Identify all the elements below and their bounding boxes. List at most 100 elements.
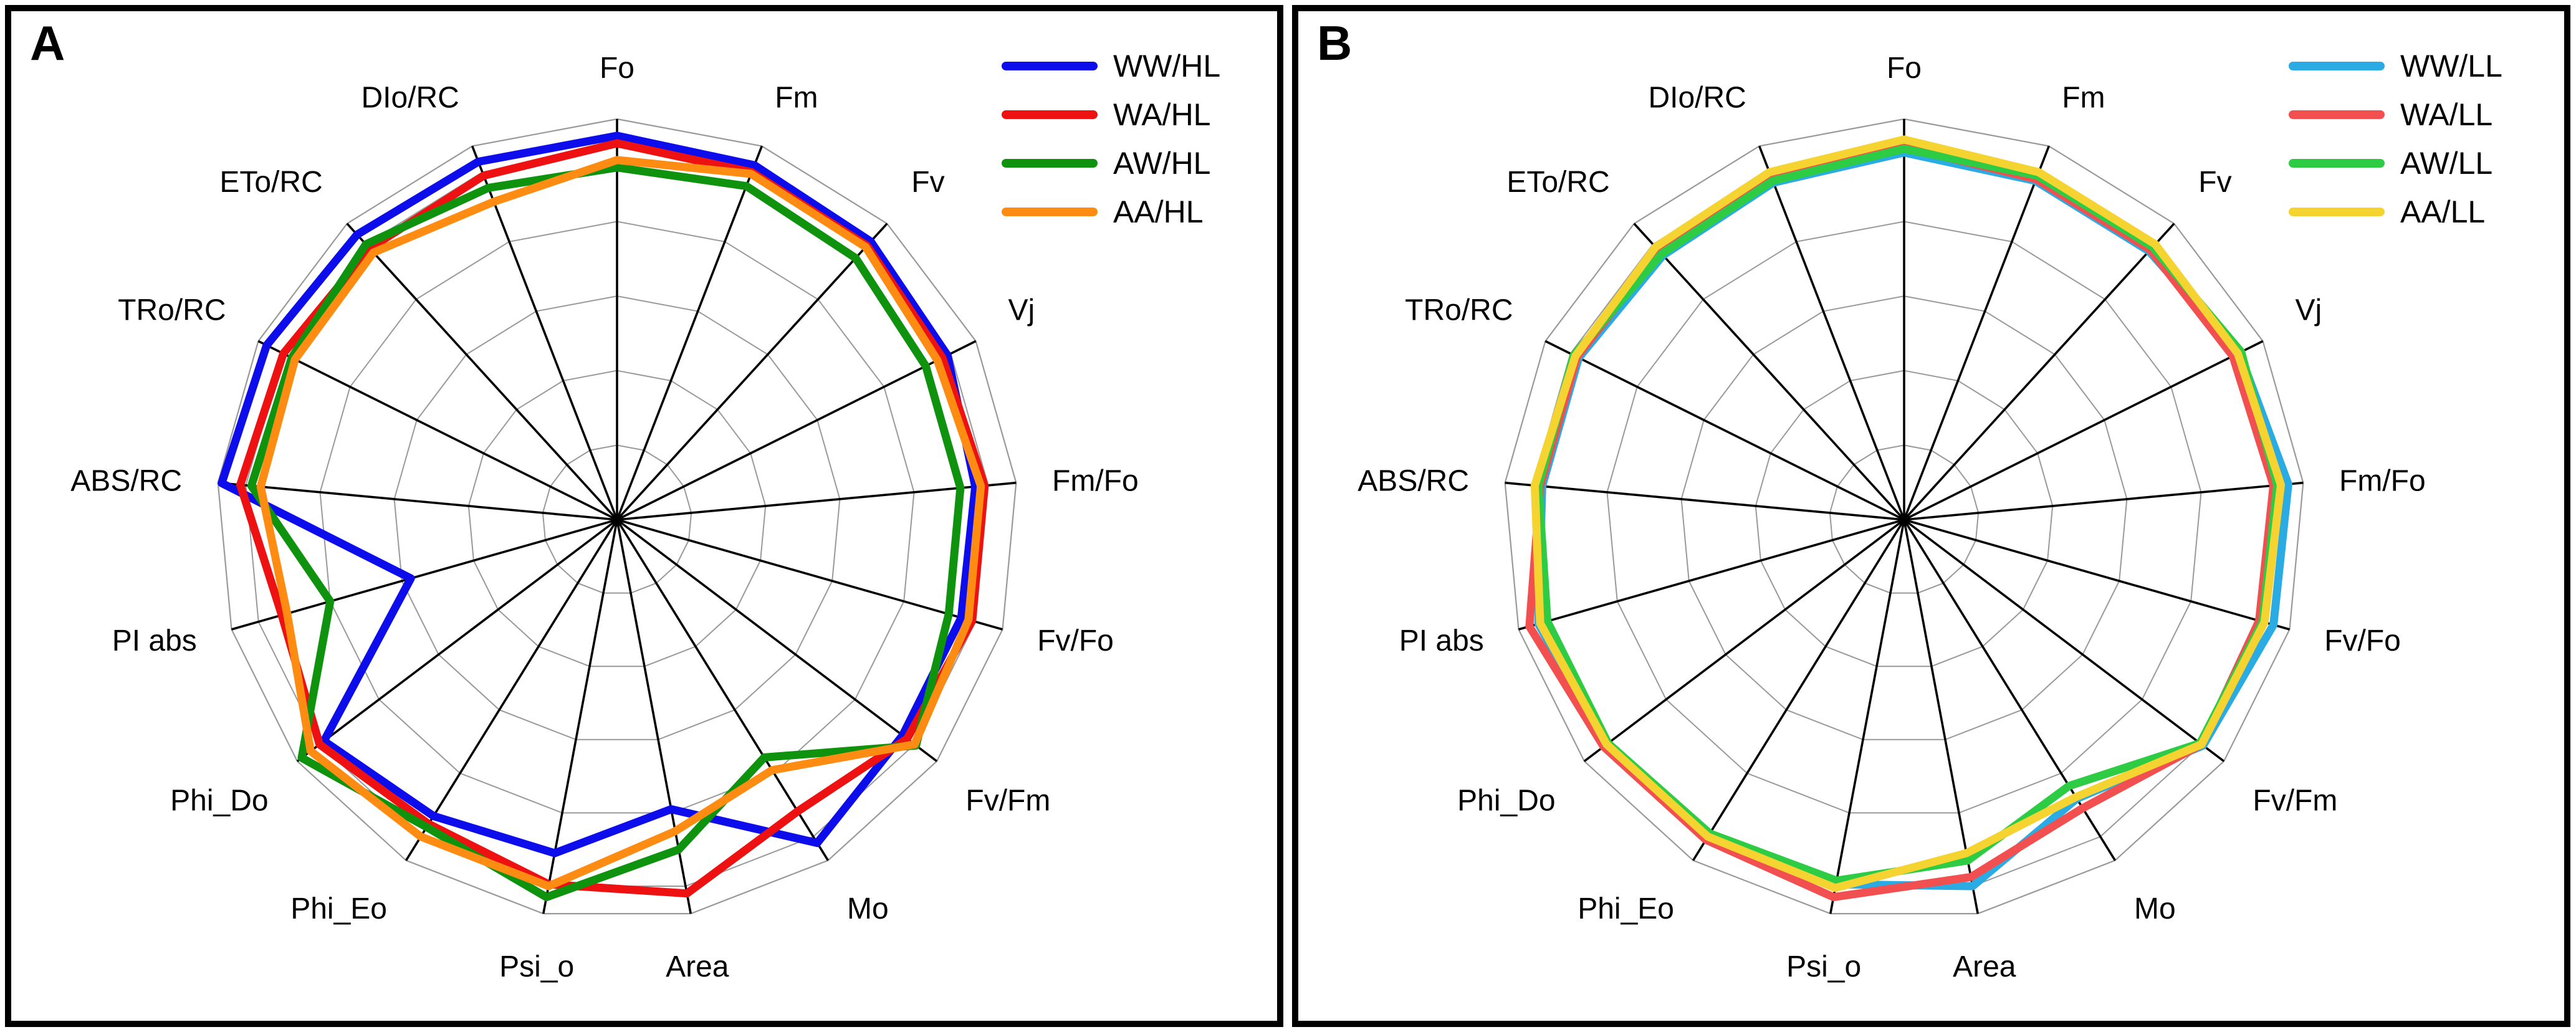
axis-spoke bbox=[296, 518, 618, 762]
axis-spoke bbox=[231, 518, 618, 631]
legend-item: WW/LL bbox=[2289, 49, 2502, 84]
axis-spoke bbox=[257, 340, 618, 521]
axis-spoke bbox=[616, 518, 938, 762]
axis-label: Psi_o bbox=[499, 950, 574, 983]
axis-spoke bbox=[1544, 340, 1905, 521]
axis-label: DIo/RC bbox=[361, 81, 459, 114]
axis-spoke bbox=[1758, 145, 1905, 520]
grid-boundary bbox=[1504, 118, 2304, 915]
axis-label: ETo/RC bbox=[1506, 166, 1609, 199]
axis-label: Fv/Fo bbox=[1037, 624, 1114, 657]
axis-spoke bbox=[1903, 519, 2117, 861]
axis-label: TRo/RC bbox=[118, 294, 226, 327]
panel-letter-b: B bbox=[1317, 16, 1353, 70]
axis-spoke bbox=[616, 518, 1003, 631]
axis-label: Fv/Fm bbox=[965, 784, 1050, 817]
axis-label: Fv/Fm bbox=[2253, 784, 2337, 817]
legend-item: AA/LL bbox=[2289, 194, 2485, 229]
axis-label: PI abs bbox=[112, 624, 197, 657]
grid-ring bbox=[467, 370, 767, 667]
axis-label: Area bbox=[666, 950, 729, 983]
grid-ring bbox=[1680, 295, 2128, 740]
axis-label: Fm/Fo bbox=[1052, 464, 1139, 497]
legend-label: WW/LL bbox=[2400, 49, 2502, 84]
grid-ring bbox=[1606, 221, 2202, 814]
legend-item: AA/HL bbox=[1002, 194, 1204, 229]
axis-spoke bbox=[616, 145, 763, 520]
axis-spoke bbox=[346, 222, 618, 521]
axis-label: ABS/RC bbox=[70, 464, 182, 497]
axis-label: Fv bbox=[2198, 166, 2231, 199]
legend-label: WA/HL bbox=[1113, 97, 1211, 132]
legend-label: WW/HL bbox=[1113, 49, 1220, 84]
axis-label: Area bbox=[1953, 950, 2016, 983]
axis-label: Mo bbox=[2134, 892, 2176, 925]
grid-ring bbox=[542, 444, 692, 594]
legend-item: WW/HL bbox=[1002, 49, 1220, 84]
axis-spoke bbox=[616, 222, 888, 521]
legend-item: WA/HL bbox=[1002, 97, 1211, 132]
axis-spoke bbox=[1518, 518, 1905, 631]
radar-chart-b: FoFmFvVjFm/FoFv/FoFv/FmMoAreaPsi_oPhi_Eo… bbox=[1357, 49, 2502, 983]
legend-item: AW/LL bbox=[2289, 146, 2492, 181]
axis-label: Fo bbox=[600, 52, 634, 85]
axis-label: Mo bbox=[847, 892, 889, 925]
axis-label: Fv/Fo bbox=[2324, 624, 2401, 657]
axis-label: ABS/RC bbox=[1357, 464, 1469, 497]
axis-spoke bbox=[1583, 518, 1905, 762]
grid-ring bbox=[1755, 370, 2054, 667]
axis-label: DIo/RC bbox=[1648, 81, 1746, 114]
axis-label: Phi_Do bbox=[170, 784, 268, 817]
axis-spoke bbox=[616, 340, 977, 521]
panel-letter-a: A bbox=[30, 16, 65, 70]
axis-label: Fm/Fo bbox=[2339, 464, 2426, 497]
series-line bbox=[236, 139, 989, 898]
axis-spoke bbox=[616, 519, 830, 861]
axis-label: Phi_Eo bbox=[1578, 892, 1674, 925]
axis-spoke bbox=[1903, 340, 2264, 521]
axis-label: Phi_Eo bbox=[290, 892, 387, 925]
legend-item: AW/HL bbox=[1002, 146, 1211, 181]
axis-label: PI abs bbox=[1399, 624, 1484, 657]
axis-spoke bbox=[1829, 519, 1905, 914]
legend-label: WA/LL bbox=[2400, 97, 2492, 132]
axis-spoke bbox=[542, 519, 618, 914]
axis-label: Fm bbox=[775, 81, 818, 114]
axis-spoke bbox=[471, 145, 618, 520]
grid-ring bbox=[393, 295, 841, 740]
series-line bbox=[256, 156, 985, 891]
legend-label: AW/HL bbox=[1113, 146, 1211, 181]
legend-item: WA/LL bbox=[2289, 97, 2492, 132]
axis-label: Fm bbox=[2062, 81, 2105, 114]
grid-ring bbox=[319, 221, 915, 814]
axis-spoke bbox=[1903, 518, 2225, 762]
legend-label: AA/LL bbox=[2400, 194, 2485, 229]
axis-label: Fo bbox=[1887, 52, 1922, 85]
axis-spoke bbox=[1903, 481, 2304, 521]
axis-label: Fv bbox=[911, 166, 944, 199]
axis-spoke bbox=[1692, 519, 1905, 861]
axis-spoke bbox=[1633, 222, 1905, 521]
series-line bbox=[1530, 135, 2285, 892]
grid-boundary bbox=[217, 118, 1017, 915]
legend-label: AA/HL bbox=[1113, 194, 1204, 229]
axis-spoke bbox=[1505, 481, 1905, 521]
axis-spoke bbox=[1903, 145, 2050, 520]
series-line bbox=[247, 163, 965, 902]
axis-spoke bbox=[218, 481, 618, 521]
legend-label: AW/LL bbox=[2400, 146, 2492, 181]
axis-spoke bbox=[405, 519, 618, 861]
axis-spoke bbox=[616, 481, 1017, 521]
axis-spoke bbox=[1903, 518, 2290, 631]
series-line bbox=[218, 131, 980, 858]
axis-label: TRo/RC bbox=[1405, 294, 1513, 327]
axis-label: Psi_o bbox=[1786, 950, 1861, 983]
grid-ring bbox=[1829, 444, 1980, 594]
axis-label: Phi_Do bbox=[1457, 784, 1555, 817]
axis-spoke bbox=[1903, 519, 1979, 914]
axis-label: Vj bbox=[1008, 294, 1035, 327]
